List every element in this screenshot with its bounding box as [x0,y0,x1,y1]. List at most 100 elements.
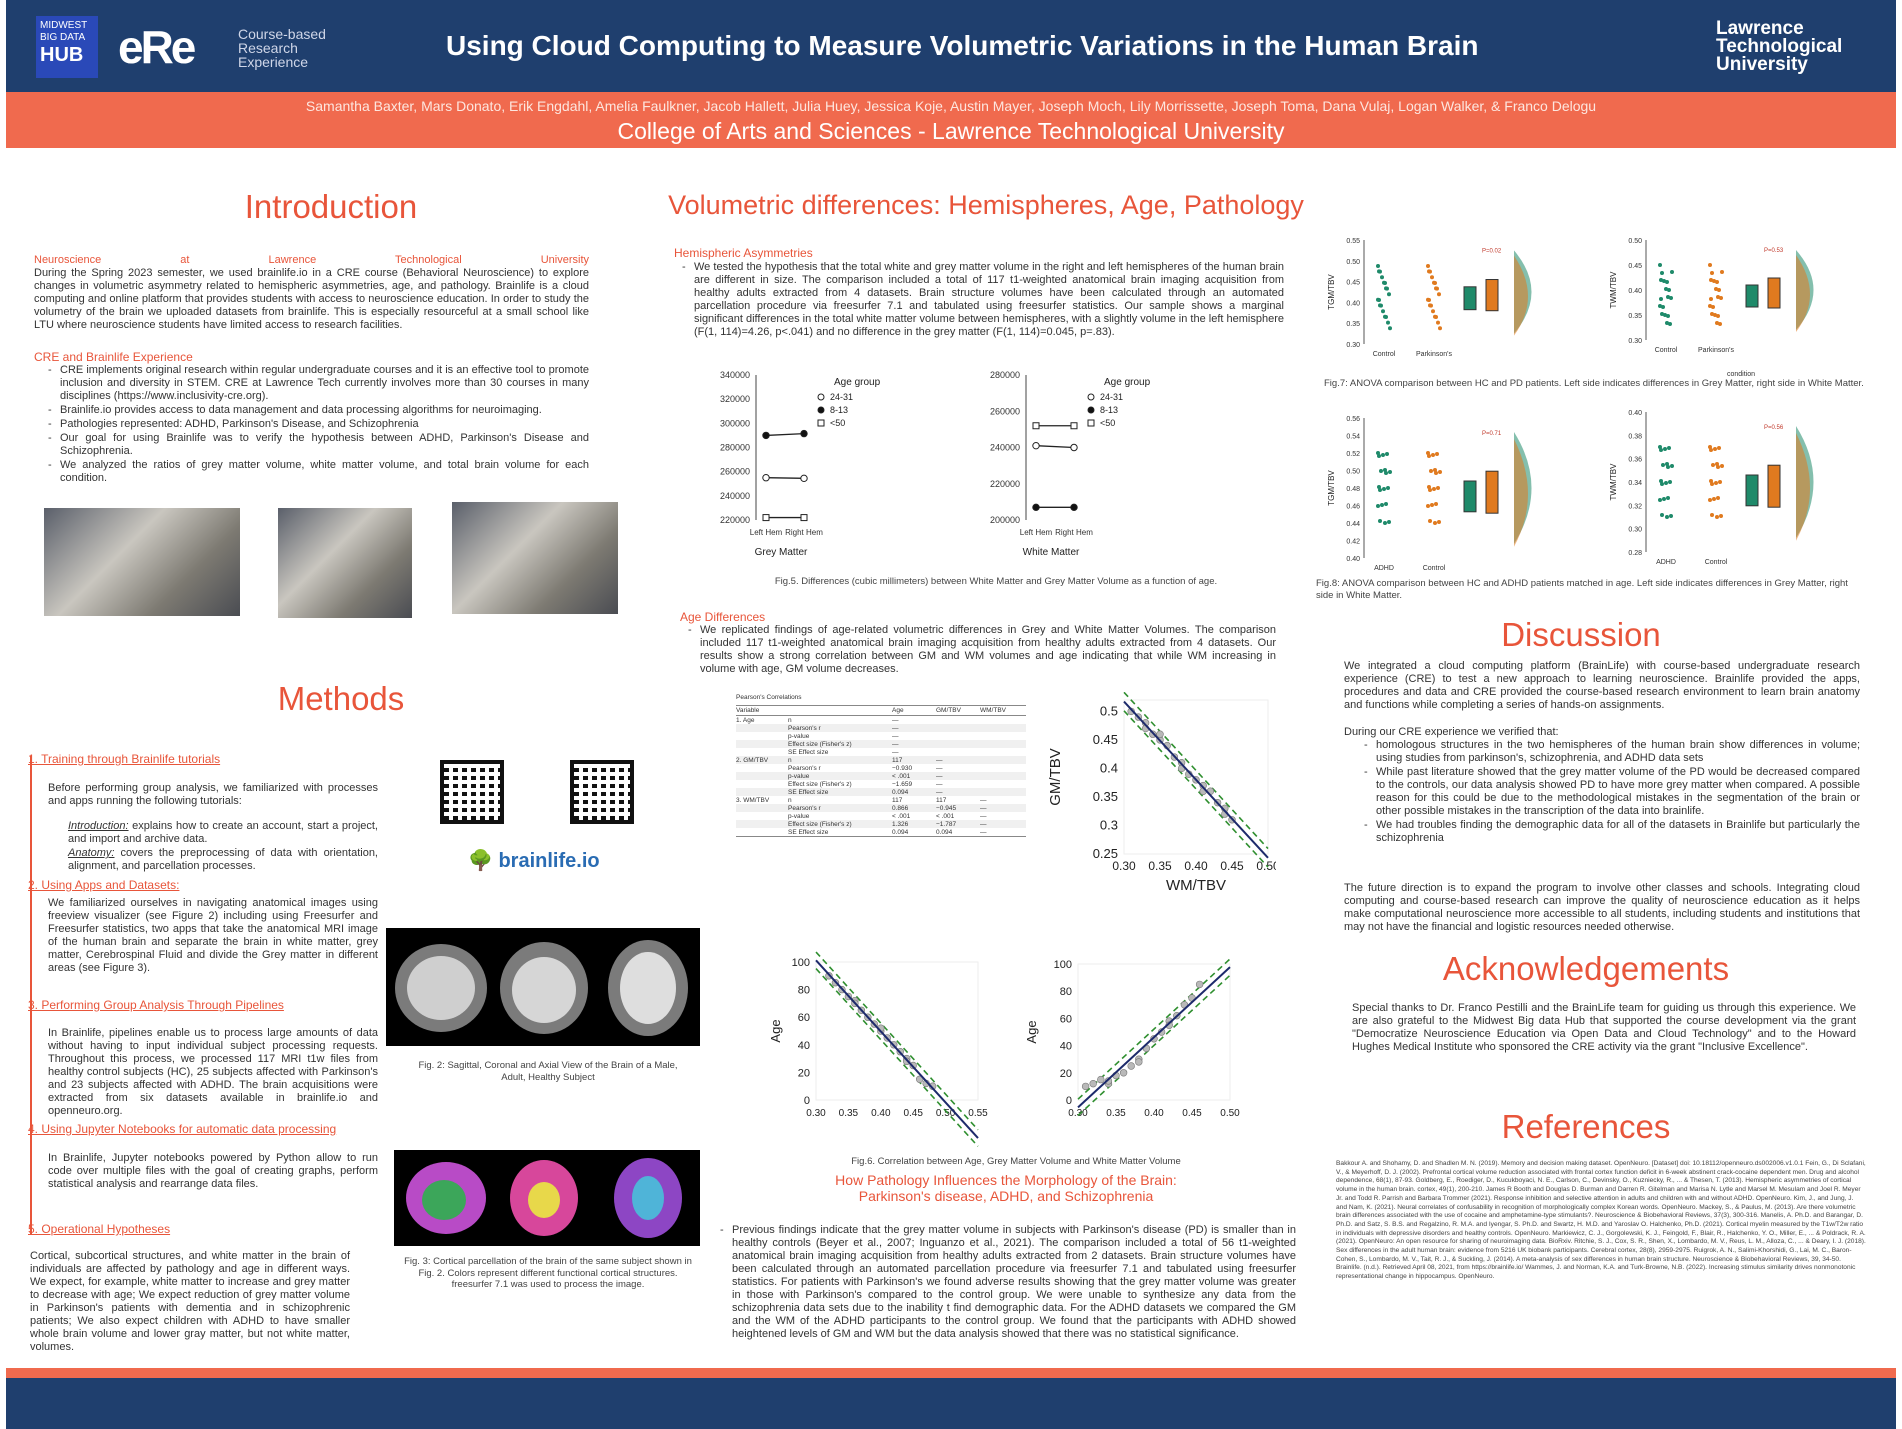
data-point [1388,470,1392,474]
table-cell: n [788,796,792,804]
y-tick-label: 0.54 [1346,434,1360,441]
data-point [1660,513,1664,517]
legend-marker [1087,406,1095,414]
legend-label: 8-13 [830,405,848,415]
data-point [1434,471,1438,475]
x-tick-label: 0.45 [1182,1108,1202,1119]
x-tick-label: Control [1373,351,1396,358]
table-row: p-value< .001< .001— [736,812,1026,820]
data-point [1386,486,1390,490]
data-point [1713,447,1717,451]
methods-step-1: 1. Training through Brainlife tutorials [28,752,221,766]
y-axis-label: TGM/TBV [1327,470,1336,506]
table-cell [736,773,788,780]
classroom-photo-1 [44,508,240,616]
x-tick-label: 0.40 [1184,859,1208,873]
series-line [765,477,805,479]
data-point [1384,502,1388,506]
density-patient [1514,255,1528,336]
table-cell: −1.787 [936,820,957,828]
prediction-band [1123,692,1269,850]
table-cell: p-value [788,732,810,740]
data-point [1716,295,1720,299]
x-tick-label: 0.40 [1144,1108,1164,1119]
data-point [1661,463,1665,467]
table-header-cell [788,707,892,714]
data-point [1430,503,1434,507]
qr-code-icon[interactable] [570,760,634,824]
box-patient [1485,279,1499,312]
cre-bullet: Pathologies represented: ADHD, Parkinson… [46,418,589,431]
data-point [1660,482,1664,486]
x-tick-label: 0.35 [1148,859,1172,873]
data-point [1438,326,1442,331]
data-point [1670,464,1674,468]
data-point [1376,504,1380,508]
qr-code-icon[interactable] [440,760,504,824]
table-cell: 0.094 [936,828,953,836]
methods-step-2: 2. Using Apps and Datasets: [28,878,180,892]
data-point [1716,465,1720,469]
y-tick-label: 0.4 [1100,760,1118,775]
data-point [1436,320,1440,325]
table-cell [736,789,788,796]
plot-area [1077,963,1231,1101]
y-tick-label: 0.46 [1346,504,1360,511]
data-point [800,474,808,483]
data-point [1427,269,1431,274]
table-cell: < .001 [892,772,911,780]
data-point [762,474,770,482]
table-cell: 2. GM/TBV [736,756,769,764]
y-tick-label: 0.56 [1346,416,1360,423]
y-tick-label: 0.25 [1093,846,1118,861]
table-cell: Pearson's r [788,724,821,732]
data-point [1709,297,1713,301]
table-cell [936,717,980,724]
data-point [1135,1058,1143,1066]
age-body-list: We replicated findings of age-related vo… [686,624,1276,677]
data-point [1663,447,1667,451]
data-point [1379,469,1383,473]
data-point [1437,292,1441,297]
table-cell [980,765,1024,772]
table-cell: < .001 [892,812,911,820]
legend-marker [1087,419,1095,427]
y-tick-label: 0.38 [1628,433,1642,440]
data-point [1665,321,1669,325]
data-point [1719,514,1723,518]
x-axis-label: condition [1727,371,1755,378]
hemispheric-body-list: We tested the hypothesis that the total … [680,261,1284,340]
data-point [1664,481,1668,485]
x-tick-label: Control [1655,347,1678,354]
methods-step-5-body: Cortical, subcortical structures, and wh… [30,1250,350,1353]
data-point [1709,278,1713,282]
legend-marker [817,406,825,414]
cre-heading: CRE and Brainlife Experience [34,350,193,364]
methods-step-5: 5. Operational Hypotheses [28,1222,171,1236]
y-tick-label: 0.50 [1628,238,1642,245]
box-hc [1745,284,1759,308]
data-point [1434,502,1438,506]
data-point [1660,271,1664,275]
data-point [1378,303,1382,308]
table-cell: — [892,748,899,756]
p-value: P=0.02 [1482,248,1502,254]
methods-step-3: 3. Performing Group Analysis Through Pip… [28,998,284,1012]
fig2-caption: Fig. 2: Sagittal, Coronal and Axial View… [418,1060,678,1083]
table-cell [736,733,788,740]
data-point [1659,448,1663,452]
legend-label: <50 [1100,418,1115,428]
fig7-caption: Fig.7: ANOVA comparison between HC and P… [1324,378,1864,389]
legend-marker [1087,393,1095,401]
box-hc [1463,286,1477,311]
y-tick-label: 0.36 [1628,457,1642,464]
pathology-heading: How Pathology Influences the Morphology … [835,1172,1177,1204]
data-point [1437,520,1441,524]
table-cell: Effect size (Fisher's z) [788,820,852,828]
cre-logo-text: Course-based Research Experience [238,26,326,70]
footer-stripe [6,1368,1896,1378]
